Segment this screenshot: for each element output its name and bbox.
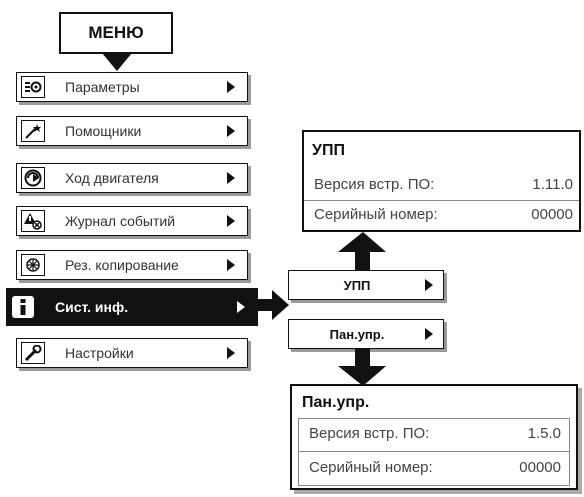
serial-number-label: Серийный номер: xyxy=(314,206,438,223)
menu-item-label: Ход двигателя xyxy=(65,170,159,186)
motor-run-icon xyxy=(21,167,45,189)
menu-item-label: Параметры xyxy=(65,79,140,95)
menu-item-settings[interactable]: Настройки xyxy=(16,338,248,368)
chevron-right-icon xyxy=(425,328,433,340)
control-panel-button-label: Пан.упр. xyxy=(329,326,385,342)
menu-item-system-info[interactable]: Сист. инф. xyxy=(6,288,258,326)
backup-icon xyxy=(21,254,45,276)
firmware-version-label: Версия встр. ПО: xyxy=(309,425,430,442)
firmware-version-row: Версия встр. ПО: 1.11.0 xyxy=(314,176,573,193)
row-divider xyxy=(304,200,579,201)
menu-item-label: Настройки xyxy=(65,345,134,361)
chevron-right-icon xyxy=(237,301,245,313)
upp-button-label: УПП xyxy=(343,277,371,293)
down-arrow xyxy=(338,348,386,386)
chevron-right-icon xyxy=(227,125,235,137)
info-icon xyxy=(11,296,35,318)
control-panel-rows: Версия встр. ПО: 1.5.0 Серийный номер: 0… xyxy=(298,418,570,486)
chevron-right-icon xyxy=(227,259,235,271)
firmware-version-row: Версия встр. ПО: 1.5.0 xyxy=(309,425,561,442)
serial-number-label: Серийный номер: xyxy=(309,459,433,476)
menu-item-parameters[interactable]: Параметры xyxy=(16,72,248,102)
firmware-version-value: 1.5.0 xyxy=(527,425,561,442)
menu-down-arrow xyxy=(102,53,132,71)
control-panel-info-panel: Пан.упр. Версия встр. ПО: 1.5.0 Серийный… xyxy=(290,384,578,490)
upp-button[interactable]: УПП xyxy=(288,270,444,300)
menu-item-wizards[interactable]: Помощники xyxy=(16,116,248,146)
upp-info-panel: УПП Версия встр. ПО: 1.11.0 Серийный ном… xyxy=(302,130,581,232)
control-panel-button[interactable]: Пан.упр. xyxy=(288,319,444,349)
serial-number-row: Серийный номер: 00000 xyxy=(309,459,561,476)
firmware-version-value: 1.11.0 xyxy=(532,176,573,193)
serial-number-value: 00000 xyxy=(531,206,573,223)
chevron-right-icon xyxy=(227,347,235,359)
serial-number-value: 00000 xyxy=(519,459,561,476)
menu-item-motor-run[interactable]: Ход двигателя xyxy=(16,163,248,193)
upp-panel-title: УПП xyxy=(312,142,345,159)
menu-title: МЕНЮ xyxy=(59,12,173,54)
menu-item-label: Рез. копирование xyxy=(65,257,179,273)
menu-item-label: Журнал событий xyxy=(65,213,176,229)
parameters-icon xyxy=(21,76,45,98)
serial-number-row: Серийный номер: 00000 xyxy=(314,206,573,223)
chevron-right-icon xyxy=(425,279,433,291)
menu-item-backup[interactable]: Рез. копирование xyxy=(16,250,248,280)
menu-item-event-log[interactable]: Журнал событий xyxy=(16,206,248,236)
event-log-icon xyxy=(21,210,45,232)
firmware-version-label: Версия встр. ПО: xyxy=(314,176,435,193)
wizard-icon xyxy=(21,120,45,142)
chevron-right-icon xyxy=(227,215,235,227)
up-arrow xyxy=(338,232,386,271)
row-divider xyxy=(299,451,569,452)
right-arrow xyxy=(256,290,289,320)
chevron-right-icon xyxy=(227,81,235,93)
chevron-right-icon xyxy=(227,172,235,184)
menu-item-label: Сист. инф. xyxy=(55,299,129,315)
menu-item-label: Помощники xyxy=(65,123,142,139)
control-panel-title: Пан.упр. xyxy=(302,394,370,411)
wrench-icon xyxy=(21,342,45,364)
